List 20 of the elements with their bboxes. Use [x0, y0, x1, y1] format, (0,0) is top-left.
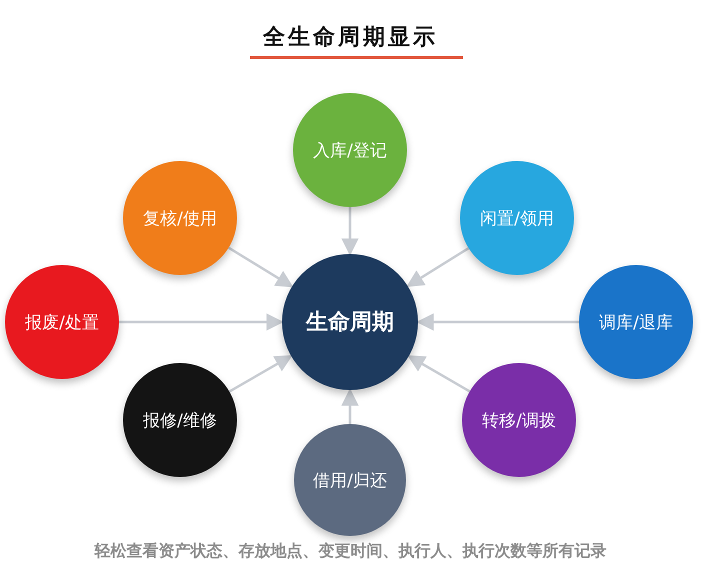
arrow: [407, 355, 470, 392]
node-label: 转移/调拨: [482, 410, 556, 432]
node-label: 复核/使用: [143, 208, 217, 230]
arrow: [341, 207, 359, 256]
node-label: 调库/退库: [599, 312, 673, 334]
node-label: 报废/处置: [25, 312, 99, 334]
arrow: [416, 313, 579, 331]
arrow: [406, 247, 470, 288]
center-circle: [282, 254, 418, 390]
arrow: [228, 354, 293, 393]
title: 全生命周期显示: [262, 23, 439, 52]
node-label: 闲置/领用: [480, 208, 554, 230]
arrow: [228, 246, 294, 288]
node-label: 入库/登记: [313, 140, 387, 162]
arrow: [119, 313, 284, 331]
arrow: [341, 388, 359, 424]
caption: 轻松查看资产状态、存放地点、变更时间、执行人、执行次数等所有记录: [93, 541, 608, 562]
node-label: 报修/维修: [143, 410, 217, 432]
node-label: 生命周期: [306, 309, 394, 337]
node-label: 借用/归还: [313, 470, 387, 492]
